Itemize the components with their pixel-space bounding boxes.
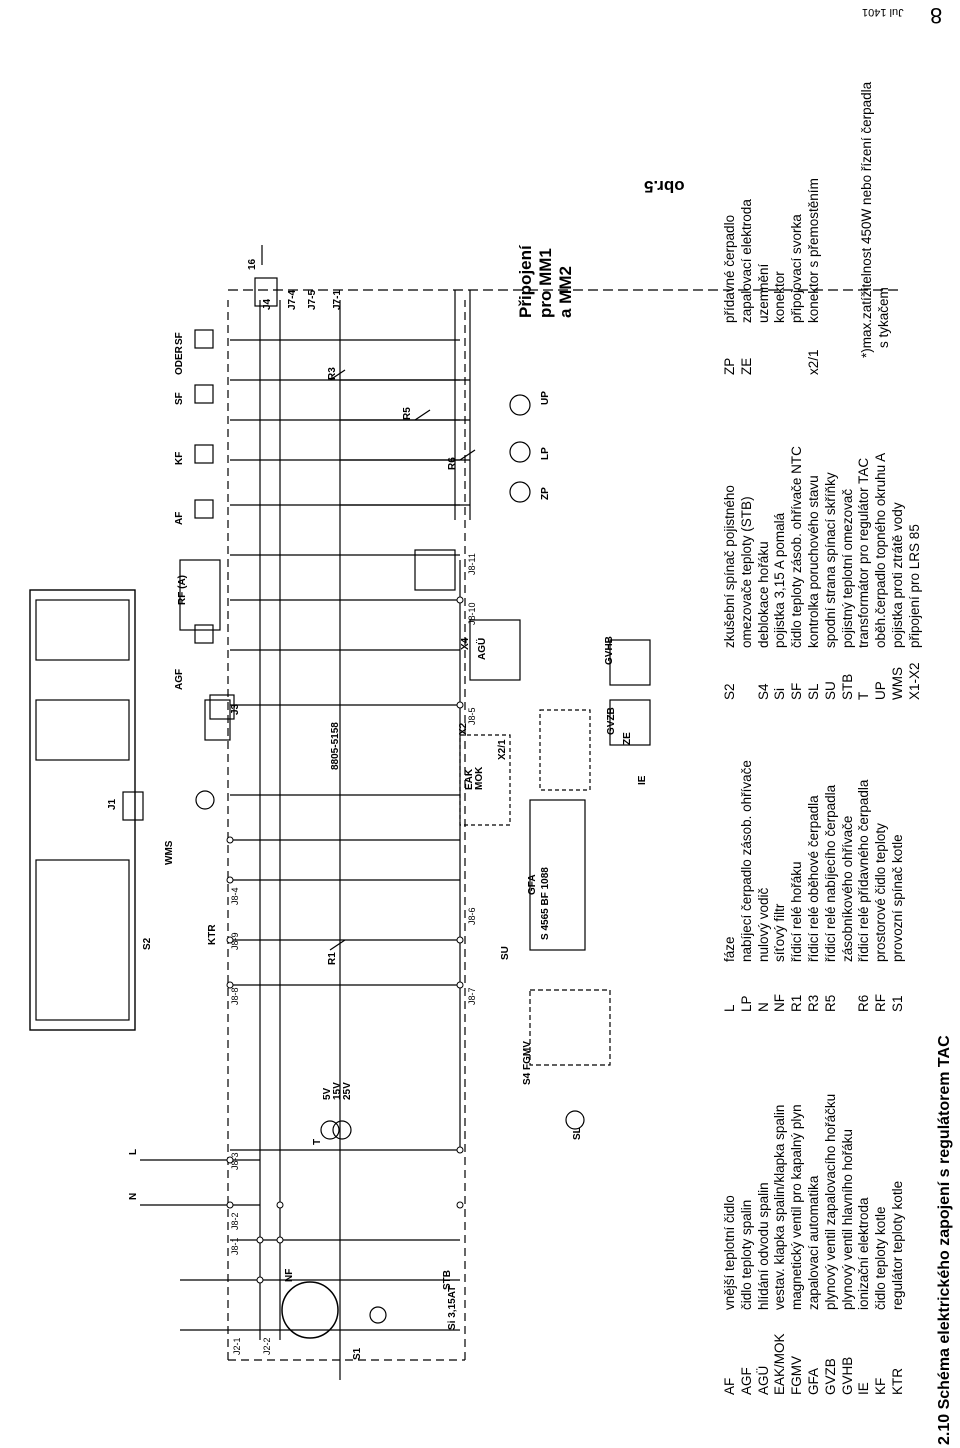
label-ze: ZE [622,732,633,745]
label-j8-terminal: J8-9 [230,932,240,950]
label-5v: 5V [322,1087,333,1100]
fgmv-box [529,989,611,1066]
gfa-block [529,799,586,951]
label-r1: R1 [327,952,338,965]
label-r6: R6 [447,457,458,470]
label-j7-4: J7-4 [287,290,298,310]
label-16: 16 [247,258,258,270]
label-mok: MOK [474,766,485,790]
label-r5: R5 [402,407,413,420]
label-j3: J3 [230,703,241,715]
label-board: 8805-5158 [330,722,341,770]
label-up: UP [540,391,551,405]
label-x4: X4 [460,637,471,650]
control-panel-frame [29,589,136,1031]
label-gvhb: GVHB [604,636,615,665]
label-transformer: T [312,1139,323,1145]
label-j4: J4 [262,298,273,310]
control-box-outline [227,300,466,1361]
label-j7-1: J7-1 [332,290,343,310]
label-su: SU [500,946,511,960]
label-j8-terminal: J8-6 [467,907,477,925]
label-eak: EAK [464,768,475,790]
label-x2: X2 [458,722,469,735]
label-nf: NF [284,1269,295,1282]
label-j8-terminal: J8-11 [467,553,477,575]
label-j1: J1 [107,798,118,810]
label-s4: S4 [522,1072,533,1085]
label-s1: S1 [352,1347,363,1360]
pump-lp-symbol [509,441,531,463]
label-sf-1: SF [174,392,185,405]
label-fgmv: FGMV [522,1041,533,1070]
label-j7-5: J7-5 [307,290,318,310]
pump-zp-symbol [509,481,531,503]
label-x2-1: X2/1 [497,739,508,760]
label-ktr: KTR [207,924,218,945]
label-15v: 15V [332,1082,343,1100]
label-sl: SL [572,1127,583,1140]
label-sf-2: SF [174,332,185,345]
label-n: N [128,1193,139,1200]
label-gfa: GFA [527,874,538,895]
label-agf: AGF [174,669,185,690]
label-agu: AGÜ [475,638,488,660]
label-oder: ODER [174,345,185,375]
network-filter-symbol [281,1281,339,1339]
label-lp: LP [540,447,551,460]
label-af: AF [174,512,185,525]
label-j8-terminal: J8-7 [467,987,477,1005]
label-l: L [128,1149,139,1155]
label-j2-terminal: J2-1 [232,1337,242,1355]
label-j8-terminal: J8-5 [467,707,477,725]
label-j8-terminal: J8-1 [230,1237,240,1255]
label-j2-terminal: J2-2 [262,1337,272,1355]
label-rf: RF (A) [177,575,188,605]
label-stb: STB [442,1270,453,1290]
label-ie: IE [637,775,648,785]
label-j8-terminal: J8-10 [467,602,477,625]
label-kf: KF [174,452,185,465]
label-j8-terminal: J8-4 [230,887,240,905]
label-j8-terminal: J8-2 [230,1212,240,1230]
label-25v: 25V [342,1082,353,1100]
label-gfa-type: S 4565 BF 1088 [540,867,551,940]
eak-mok-box [459,734,511,826]
label-r3: R3 [327,367,338,380]
pump-up-symbol [509,394,531,416]
label-s2: S2 [142,937,153,950]
label-fuse: Si 3,15AT [447,1286,458,1330]
label-zp: ZP [540,487,551,500]
label-j8-terminal: J8-8 [230,987,240,1005]
label-wms: WMS [164,840,175,865]
label-j8-terminal: J8-3 [230,1152,240,1170]
label-gvzb: GVZB [606,707,617,735]
